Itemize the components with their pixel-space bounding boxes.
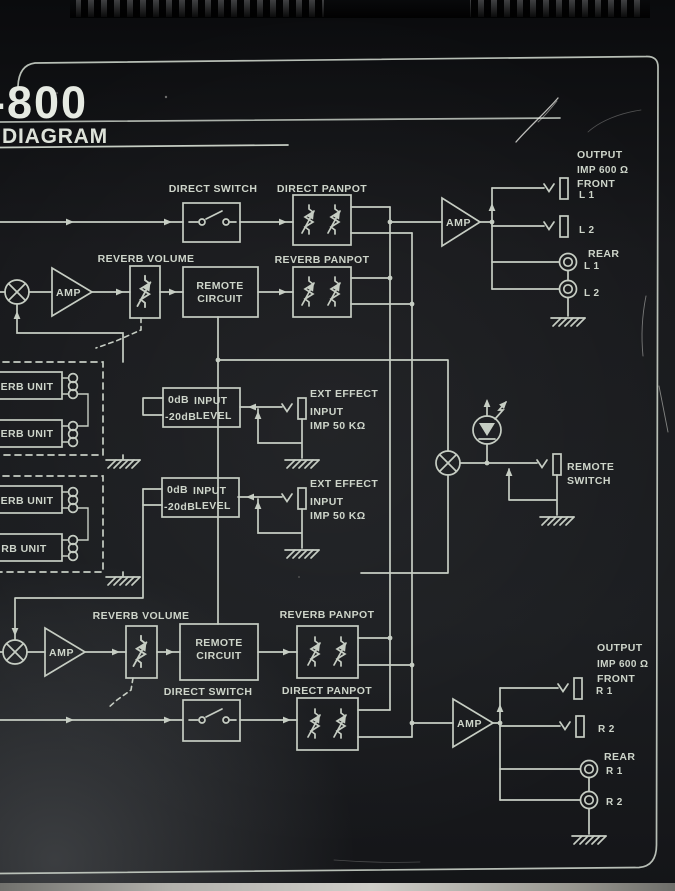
switch-contact-icon	[188, 210, 237, 226]
remote-control-dashed-line	[107, 677, 134, 709]
output-impedance: IMP 600 Ω	[577, 165, 628, 176]
input-level-db-high: 0dB	[167, 484, 188, 496]
ext-effect-input: INPUT	[310, 406, 344, 418]
output-front-label: FRONT	[597, 673, 635, 685]
direct-panpot-label: DIRECT PANPOT	[282, 685, 372, 697]
reverb-panpot-label: REVERB PANPOT	[275, 254, 370, 266]
jack-label: L 1	[584, 261, 600, 272]
reverb-panpot-label: REVERB PANPOT	[280, 609, 375, 621]
switch-contact-icon	[188, 708, 237, 724]
reverb-panpot-box-bottom	[296, 625, 359, 679]
diagram-labels: DIRECT SWITCH DIRECT PANPOT REVERB VOLUM…	[1, 149, 648, 808]
page-title: DIAGRAM	[2, 125, 108, 148]
input-level-word: LEVEL	[195, 500, 231, 512]
amp-triangle	[51, 266, 94, 318]
vent-grille	[70, 0, 650, 18]
direct-panpot-box-top	[292, 194, 352, 246]
ext-effect-input: INPUT	[310, 496, 344, 508]
amp-triangle	[452, 697, 495, 749]
header-rule	[0, 117, 561, 123]
input-level-word: LEVEL	[196, 410, 232, 422]
direct-switch-label: DIRECT SWITCH	[164, 686, 253, 698]
jack-label: R 2	[598, 724, 615, 735]
ext-effect-title: EXT EFFECT	[310, 388, 378, 400]
scratch-marks	[56, 92, 669, 863]
subtitle-underline	[0, 144, 289, 149]
amp-triangle	[441, 196, 482, 248]
amp-label: AMP	[457, 718, 482, 730]
input-level-block-2	[142, 477, 320, 559]
ext-effect-impedance: IMP 50 KΩ	[310, 420, 366, 432]
reverb-volume-label: REVERB VOLUME	[98, 253, 195, 265]
amp-triangle	[44, 626, 87, 678]
panel-frame	[0, 55, 659, 875]
reverb-unit-label: ERB UNIT	[1, 381, 54, 393]
ext-effect-title: EXT EFFECT	[310, 478, 378, 490]
reverb-unit-box	[0, 485, 63, 514]
reverb-unit-label: ERB UNIT	[1, 428, 54, 440]
amp-label: AMP	[56, 287, 81, 299]
remote-switch-label: REMOTE	[567, 461, 614, 473]
reverb-unit-box	[0, 419, 63, 448]
output-title: OUTPUT	[577, 149, 623, 161]
reverb-unit-label: RB UNIT	[1, 543, 47, 555]
remote-circuit-label: REMOTE	[196, 280, 243, 292]
direct-panpot-label: DIRECT PANPOT	[277, 183, 367, 195]
reverb-unit-group-1	[0, 361, 141, 469]
direct-panpot-box-bottom	[296, 697, 359, 751]
input-level-word: INPUT	[193, 485, 227, 497]
reverb-panpot-box-top	[292, 266, 352, 318]
output-rear-label: REAR	[588, 248, 619, 260]
remote-circuit-label: CIRCUIT	[197, 293, 243, 305]
input-level-db-high: 0dB	[168, 394, 189, 406]
input-level-word: INPUT	[194, 395, 228, 407]
jack-label: L 2	[584, 288, 600, 299]
amp-label: AMP	[446, 217, 471, 229]
reverb-unit-group-2	[0, 475, 141, 586]
jack-label: R 1	[596, 686, 613, 697]
input-level-db-low: -20dB	[165, 411, 196, 423]
remote-circuit-label: CIRCUIT	[196, 650, 242, 662]
jack-label: R 2	[606, 797, 623, 808]
remote-switch-jack	[504, 453, 575, 526]
direct-switch-label: DIRECT SWITCH	[169, 183, 258, 195]
table-surface-strip	[0, 883, 675, 891]
reverb-unit-box	[0, 371, 63, 400]
wiring-and-symbols	[0, 177, 607, 845]
jack-label: L 2	[579, 225, 595, 236]
remote-switch-label: SWITCH	[567, 475, 611, 487]
jack-label: L 1	[579, 190, 595, 201]
remote-control-line	[217, 316, 449, 452]
led-indicator-icon	[472, 397, 511, 464]
reverb-unit-label: ERB UNIT	[1, 495, 54, 507]
output-front-label: FRONT	[577, 178, 615, 190]
header: -800 DIAGRAM	[0, 77, 108, 148]
reverb-unit-box	[0, 533, 63, 562]
reverb-volume-label: REVERB VOLUME	[93, 610, 190, 622]
model-number: -800	[0, 77, 88, 128]
jack-label: R 1	[606, 766, 623, 777]
input-level-block-1	[142, 387, 320, 469]
output-rear-label: REAR	[604, 751, 635, 763]
output-impedance: IMP 600 Ω	[597, 659, 648, 670]
input-level-db-low: -20dB	[164, 501, 195, 513]
junction-dots	[215, 219, 503, 726]
remote-circuit-label: REMOTE	[195, 637, 242, 649]
ext-effect-impedance: IMP 50 KΩ	[310, 510, 366, 522]
output-title: OUTPUT	[597, 642, 643, 654]
amp-label: AMP	[49, 647, 74, 659]
remote-control-dashed-line	[95, 317, 142, 349]
